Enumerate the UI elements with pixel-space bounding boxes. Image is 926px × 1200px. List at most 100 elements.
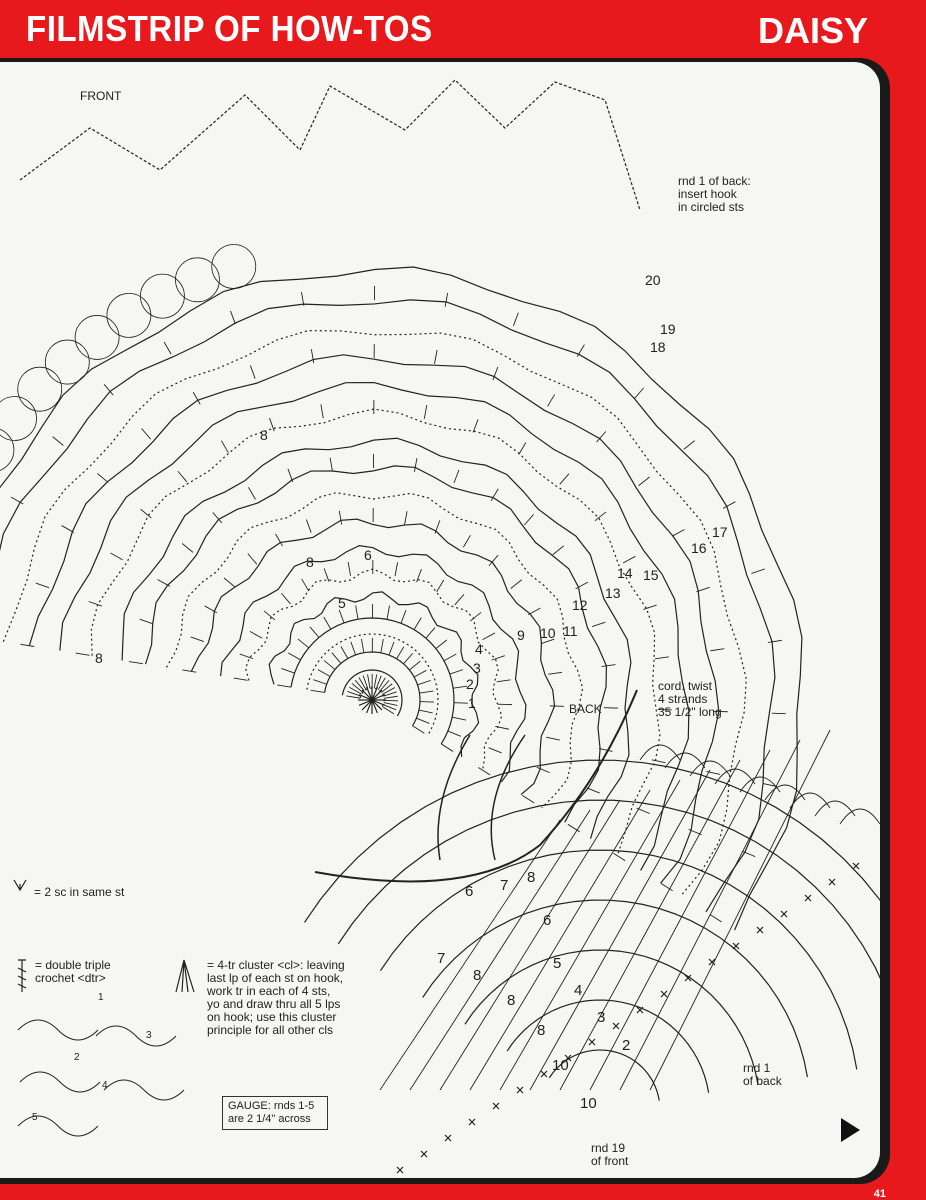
back-round-number: 8 [507,992,515,1009]
front-stitch [453,469,460,484]
front-stitch [157,579,170,587]
front-center-spoke [371,686,378,701]
front-stitch [404,511,408,526]
rnd19-front-note: rnd 19 of front [591,1142,628,1168]
back-sc-stitch [492,1102,500,1110]
back-sc-stitch [396,1166,404,1174]
front-round-number: 18 [650,339,666,355]
cord-note: cord: twist 4 strands 35 1/2" long [658,680,722,719]
front-stitch [281,592,291,605]
back-chart [303,689,880,1174]
front-stitch [417,679,431,686]
step-number: 2 [74,1052,80,1063]
front-round-number: 15 [643,567,659,583]
front-stitch [223,577,235,588]
front-center-spoke [361,699,373,711]
front-stitch [492,366,499,381]
back-sc-stitch [444,1134,452,1142]
triangle-right-icon[interactable] [841,1118,860,1142]
front-round-number: 16 [691,540,707,556]
back-label: BACK [569,702,602,716]
front-stitch [239,653,254,660]
front-stitch [351,683,364,693]
back-round-number: 2 [622,1037,630,1054]
front-stitch [383,702,398,706]
front-stitch [277,684,292,688]
back-sc-stitch [468,1118,476,1126]
front-round-arc [268,591,480,757]
front-stitch [454,594,465,606]
back-sc-stitch [852,862,860,870]
back-net-line [439,799,621,1091]
gauge-box: GAUGE: rnds 1-5 are 2 1/4" across [222,1096,328,1130]
back-round-arc [379,849,858,1070]
cord-note-line: cord: twist [658,679,713,693]
front-stitch [128,661,143,665]
legend-cluster-line: yo and draw thru all 5 lps [207,997,341,1011]
cord-note-line: 4 strands [658,692,708,706]
front-note: rnd 1 of back: insert hook in circled st… [678,175,751,214]
back-net-line [379,819,561,1091]
front-stitch [317,669,331,677]
front-stitch [518,442,527,455]
front-stitch [346,695,361,699]
front-note-line: insert hook [678,187,737,201]
front-note-line: in circled sts [678,200,745,214]
front-center-spoke [371,699,378,714]
front-round-arc [2,329,747,897]
front-stitch [601,664,616,668]
page-number: 41 [873,1188,886,1200]
front-stitch [545,736,560,741]
front-stitch [413,669,427,678]
back-round-number: 8 [527,869,535,886]
front-scallop [175,257,220,303]
legend-cluster-line: work tr in each of 4 sts, [207,984,331,998]
front-stitch [97,473,109,483]
back-round-number: 3 [597,1009,605,1026]
back-sc-stitch [804,894,812,902]
front-stitch [722,501,736,509]
front-stitch [540,638,555,645]
front-stitch [347,691,361,697]
front-stitch [444,292,449,307]
step-illustration [19,1071,101,1093]
back-net-line [469,789,651,1091]
front-chart [0,79,803,931]
front-center-spoke [371,694,386,701]
front-stitch [347,561,351,576]
front-round-number: 12 [572,597,588,613]
front-stitch [409,660,421,671]
front-round-number: 14 [617,565,633,581]
front-stitch [660,882,673,892]
back-sc-stitch [684,974,692,982]
front-stitch [452,716,466,721]
back-sc-stitch [756,926,764,934]
front-stitch [323,616,332,630]
front-stitch [447,730,462,737]
front-stitch [416,717,430,724]
back-sc-stitch [588,1038,596,1046]
front-stitch [329,457,333,472]
front-stitch [190,636,205,642]
front-stitch [522,794,535,804]
legend-cluster: = 4-tr cluster <cl>: leaving last lp of … [207,959,345,1037]
front-round-arc [121,437,632,839]
front-stitch [462,534,471,548]
back-round-arc [337,799,880,979]
back-round-arc [464,949,759,1086]
back-sc-stitch [540,1070,548,1078]
front-stitch [469,611,482,622]
back-sc-stitch [636,1006,644,1014]
front-stitch [377,677,386,690]
back-sc-stitch [420,1150,428,1158]
page-title: FILMSTRIP OF HOW-TOS [26,8,433,49]
front-stitch [383,695,398,699]
front-stitch [683,440,695,450]
front-round-number: 8 [260,427,268,443]
front-stitch [61,525,75,533]
step-number: 3 [146,1030,152,1041]
front-stitch [622,555,636,564]
front-stitch [305,519,312,533]
